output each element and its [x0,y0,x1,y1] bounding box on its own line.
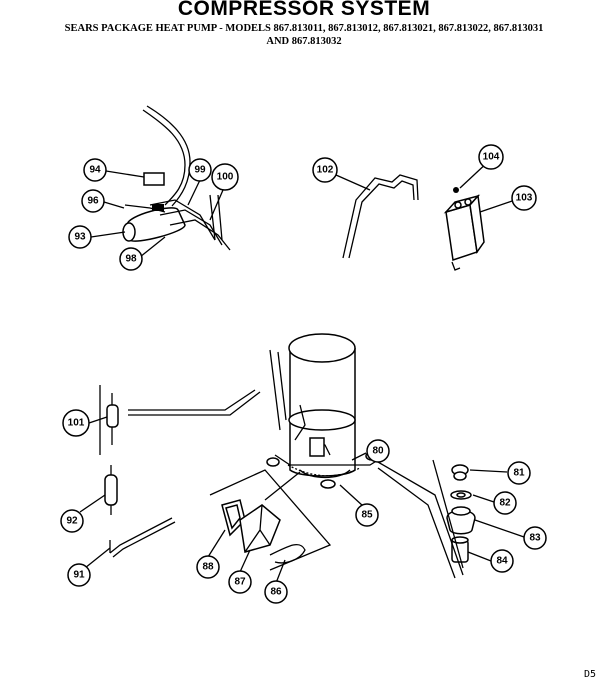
harness-assembly [122,105,231,251]
callout-100: 100 [211,163,239,191]
part-91 [109,517,176,558]
callout-84: 84 [490,549,514,573]
svg-text:84: 84 [496,556,508,567]
parts-86-87-88 [209,469,332,571]
svg-text:96: 96 [87,196,99,207]
callout-88: 88 [196,555,220,579]
callout-101: 101 [62,409,90,437]
callout-102: 102 [312,157,338,183]
callout-99: 99 [188,158,212,182]
svg-text:93: 93 [74,232,86,243]
callout-92: 92 [60,509,84,533]
svg-text:99: 99 [194,165,206,176]
callout-94: 94 [83,158,107,182]
callout-87: 87 [228,570,252,594]
svg-text:104: 104 [483,152,500,163]
svg-text:91: 91 [73,570,85,581]
callout-85: 85 [355,503,379,527]
page-subtitle: SEARS PACKAGE HEAT PUMP - MODELS 867.813… [0,22,608,48]
callout-86: 86 [264,580,288,604]
parts-81-84 [377,459,476,579]
part-92 [104,465,118,515]
subtitle-models: SEARS PACKAGE HEAT PUMP - MODELS 867.813… [64,23,544,34]
svg-text:103: 103 [516,193,533,204]
callout-93: 93 [68,225,92,249]
svg-text:80: 80 [372,446,384,457]
page-title: COMPRESSOR SYSTEM [177,0,431,20]
callout-103: 103 [511,185,537,211]
svg-text:81: 81 [513,468,525,479]
svg-text:86: 86 [270,587,282,598]
svg-text:92: 92 [66,516,78,527]
callout-83: 83 [523,526,547,550]
compressor [266,333,379,489]
svg-text:101: 101 [68,418,85,429]
tube-102 [342,174,419,259]
callout-80: 80 [366,439,390,463]
svg-text:98: 98 [125,254,137,265]
callout-82: 82 [493,491,517,515]
subtitle-models-cont: AND 867.813032 [266,36,342,47]
callout-91: 91 [67,563,91,587]
callout-104: 104 [478,144,504,170]
part-101 [99,385,261,455]
svg-text:82: 82 [499,498,511,509]
svg-text:85: 85 [361,510,373,521]
svg-text:87: 87 [234,577,246,588]
svg-text:83: 83 [529,533,541,544]
page-code: D5 [583,669,596,680]
leader-lines [79,159,525,584]
svg-text:102: 102 [317,165,334,176]
svg-text:88: 88 [202,562,214,573]
svg-text:100: 100 [217,172,234,183]
callout-81: 81 [507,461,531,485]
capacitor-103 [443,187,485,271]
callout-98: 98 [119,247,143,271]
svg-text:94: 94 [89,165,101,176]
callout-96: 96 [81,189,105,213]
